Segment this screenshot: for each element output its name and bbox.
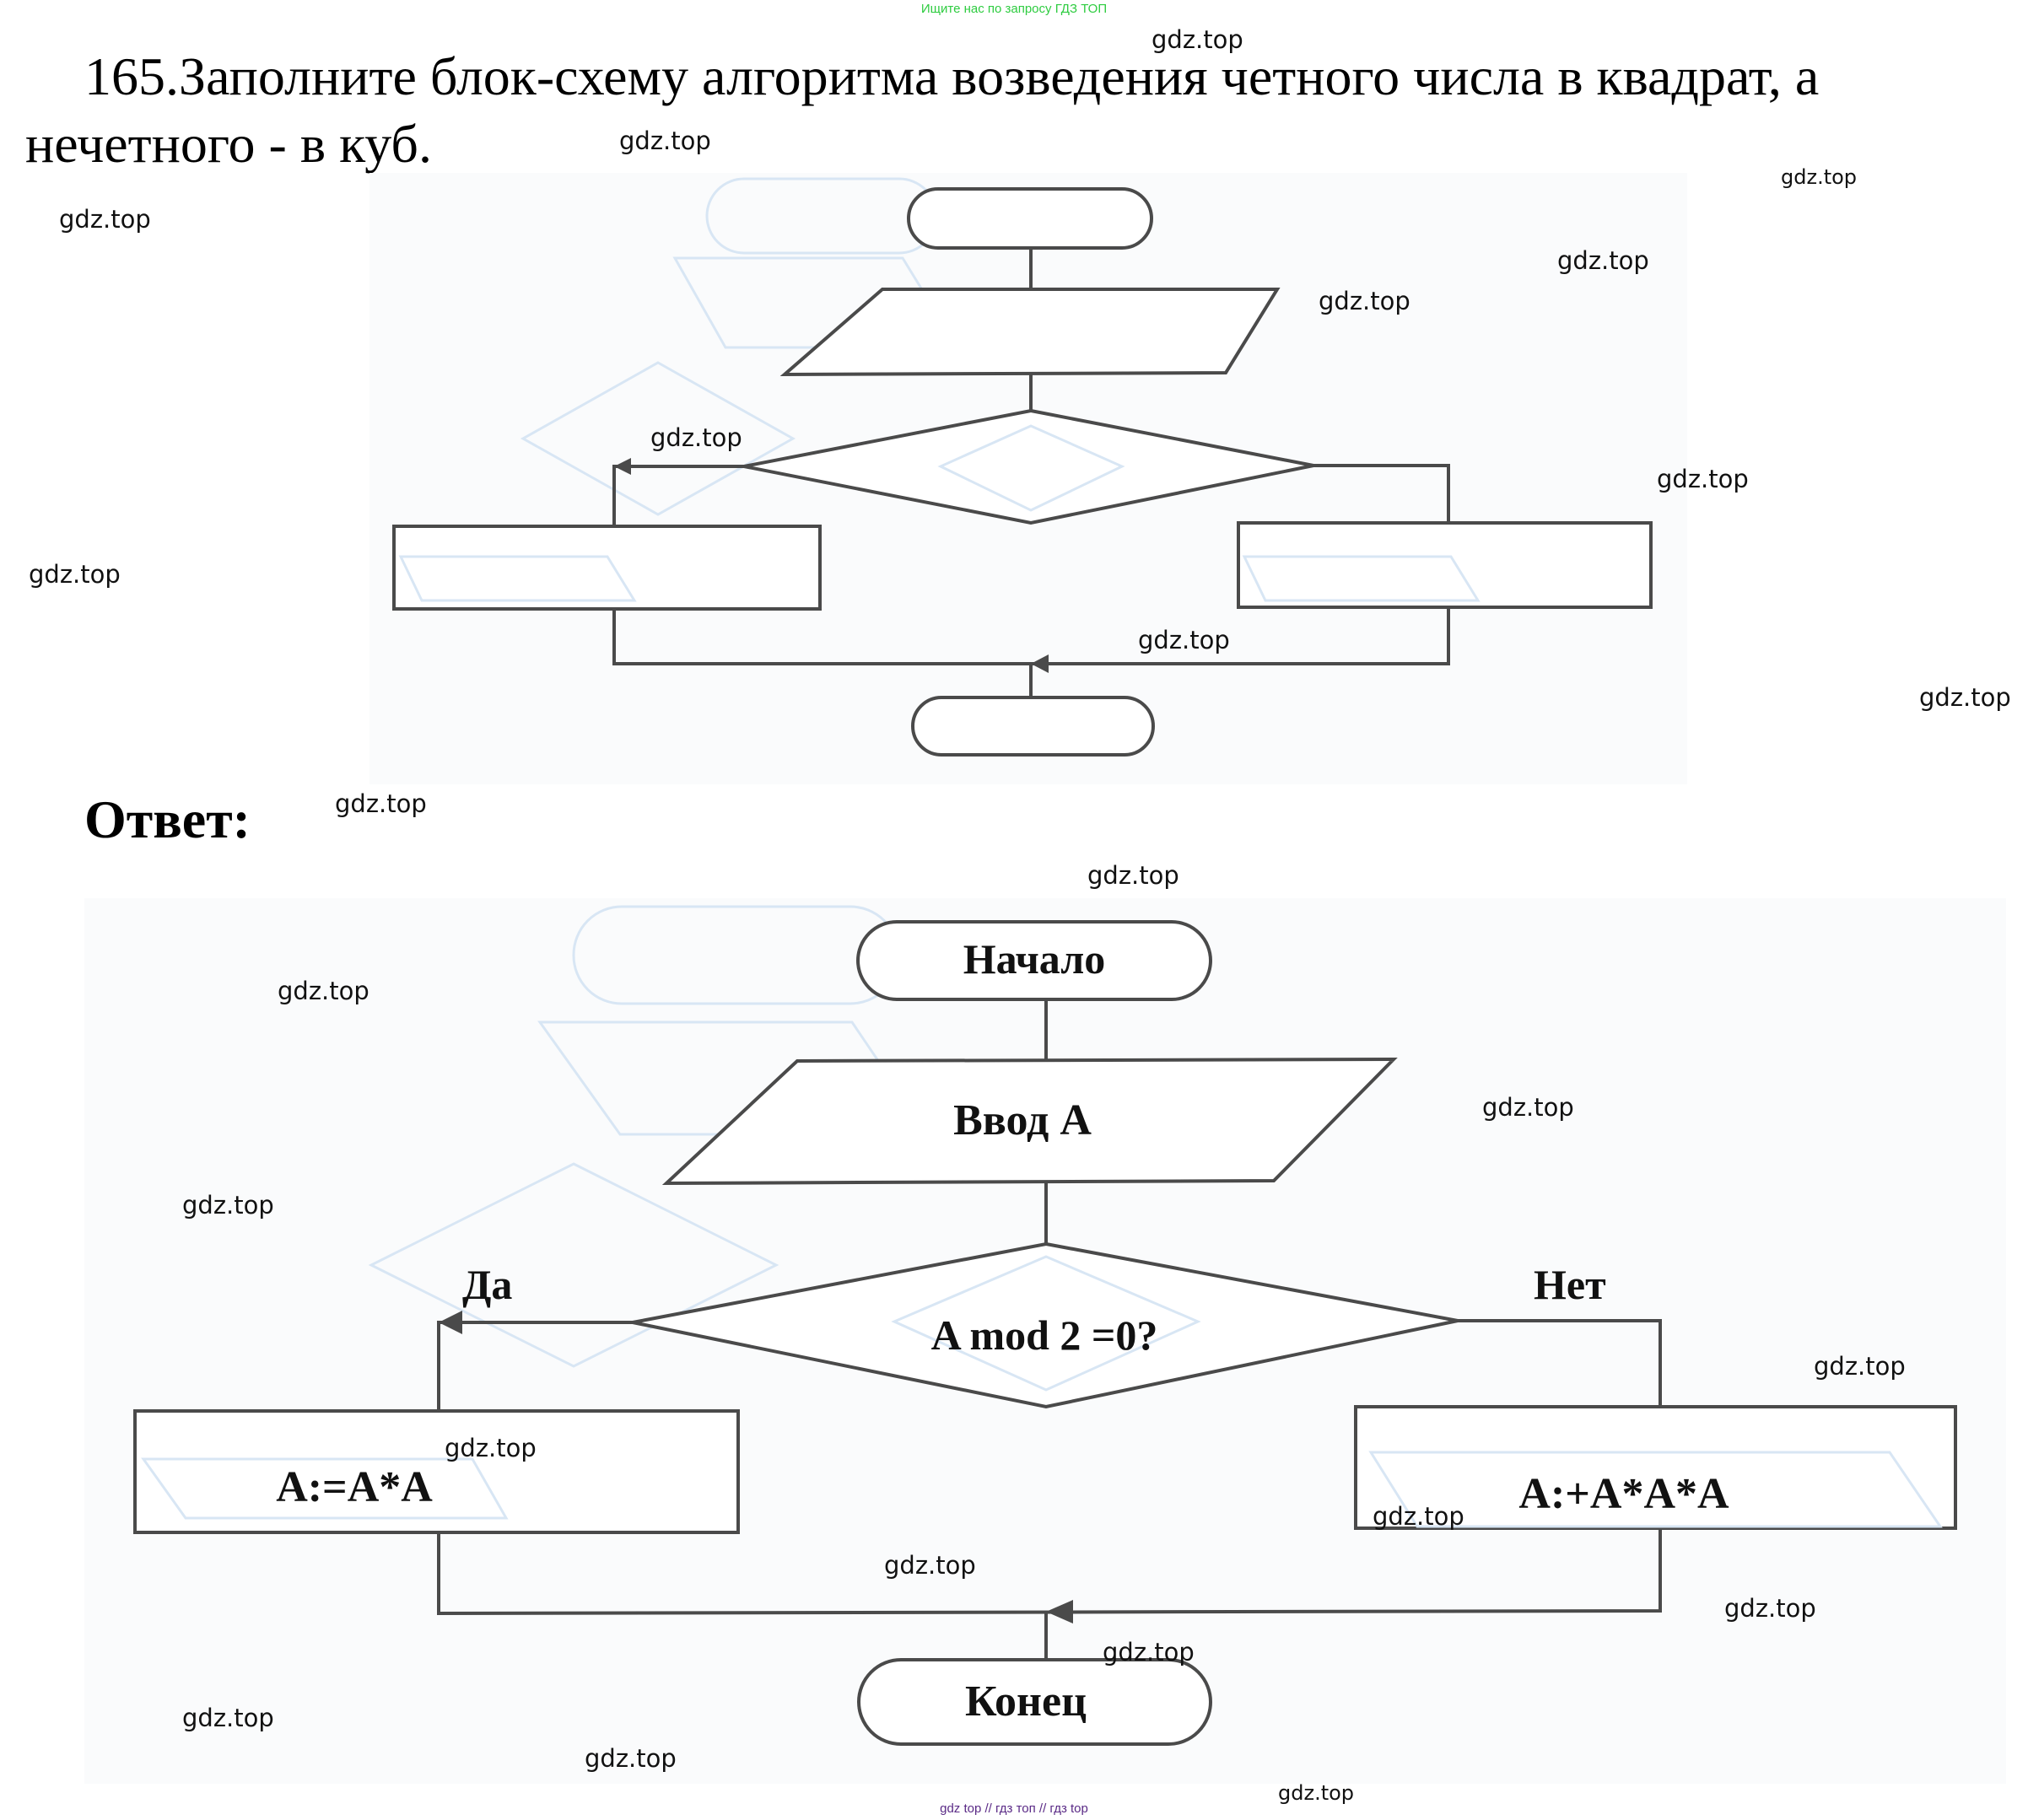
watermark: gdz.top	[1278, 1781, 1355, 1805]
watermark: gdz.top	[59, 205, 151, 234]
input-block	[661, 1057, 1398, 1186]
watermark: gdz.top	[1814, 1352, 1906, 1381]
footer-links: gdz top // гдз топ // гдз top	[940, 1801, 1088, 1816]
ghost-diamond	[520, 361, 796, 516]
task-line-1: 165.Заполните блок-схему алгоритма возве…	[84, 46, 1820, 106]
watermark: gdz.top	[1373, 1502, 1464, 1531]
merge-line	[437, 1528, 1662, 1616]
input-label: Ввод A	[953, 1096, 1092, 1144]
blank-input-block	[779, 288, 1281, 377]
watermark: gdz.top	[1152, 25, 1243, 54]
merge-line	[612, 607, 1450, 665]
condition-diamond	[632, 1241, 1459, 1409]
watermark: gdz.top	[1657, 465, 1749, 493]
answer-label: Ответ:	[84, 789, 251, 849]
blank-yes-process	[392, 525, 822, 611]
yes-process-label: A:=A*A	[276, 1463, 433, 1511]
watermark: gdz.top	[1087, 861, 1179, 890]
condition-label: A mod 2 =0?	[931, 1311, 1158, 1359]
ghost-parallelogram	[398, 555, 637, 602]
end-terminator	[857, 1658, 1212, 1746]
watermark: gdz.top	[1919, 683, 2011, 712]
no-branch-line	[1313, 464, 1450, 523]
blank-flowchart	[392, 177, 1653, 757]
ghost-parallelogram	[1242, 555, 1481, 602]
watermark: gdz.top	[650, 423, 742, 452]
ghost-inner-diamond	[937, 424, 1125, 512]
answer-flowchart: Начало Ввод A A mod 2 =0? Да Нет A:=A*A …	[133, 905, 1957, 1746]
watermark: gdz.top	[182, 1191, 274, 1220]
arrow-left-icon	[614, 458, 631, 475]
watermark: gdz.top	[1319, 287, 1410, 315]
no-label: Нет	[1534, 1261, 1606, 1308]
end-label: Конец	[965, 1677, 1087, 1726]
no-branch-line	[1458, 1319, 1662, 1407]
watermark: gdz.top	[1557, 246, 1649, 275]
arrow-left-icon	[1031, 654, 1049, 673]
arrow-left-icon	[439, 1311, 462, 1334]
blank-condition-diamond	[743, 408, 1314, 525]
blank-no-process	[1237, 521, 1653, 609]
watermark: gdz.top	[335, 789, 427, 818]
ghost-terminator	[705, 177, 938, 255]
no-process-label: A:+A*A*A	[1518, 1470, 1729, 1518]
ghost-diamond	[368, 1162, 779, 1368]
watermark: gdz.top	[182, 1704, 274, 1732]
arrow-left-icon	[1046, 1600, 1073, 1623]
ghost-parallelogram	[1368, 1451, 1943, 1528]
watermark: gdz.top	[1724, 1594, 1816, 1623]
start-terminator	[856, 920, 1212, 1001]
yes-process-block	[133, 1409, 740, 1534]
ghost-inner-diamond	[891, 1255, 1201, 1392]
yes-branch-line	[437, 1321, 633, 1411]
search-banner: Ищите нас по запросу ГДЗ ТОП	[920, 2, 1108, 16]
task-line-2: нечетного - в куб.	[25, 114, 432, 174]
watermark: gdz.top	[445, 1434, 537, 1462]
ghost-parallelogram	[141, 1457, 509, 1520]
yes-branch-line	[612, 465, 744, 526]
blank-end-terminator	[911, 696, 1155, 757]
watermark: gdz.top	[278, 977, 369, 1005]
watermark: gdz.top	[1138, 626, 1230, 654]
watermark: gdz.top	[1482, 1093, 1574, 1122]
watermark: gdz.top	[1103, 1638, 1195, 1667]
no-process-block	[1354, 1405, 1957, 1530]
blank-start-terminator	[907, 187, 1153, 250]
watermark: gdz.top	[884, 1551, 976, 1580]
watermark: gdz.top	[619, 127, 711, 155]
watermark: gdz.top	[1781, 165, 1858, 189]
start-label: Начало	[963, 935, 1106, 983]
ghost-terminator	[572, 905, 900, 1005]
watermark: gdz.top	[585, 1744, 677, 1773]
yes-label: Да	[462, 1261, 512, 1308]
watermark: gdz.top	[29, 560, 121, 589]
